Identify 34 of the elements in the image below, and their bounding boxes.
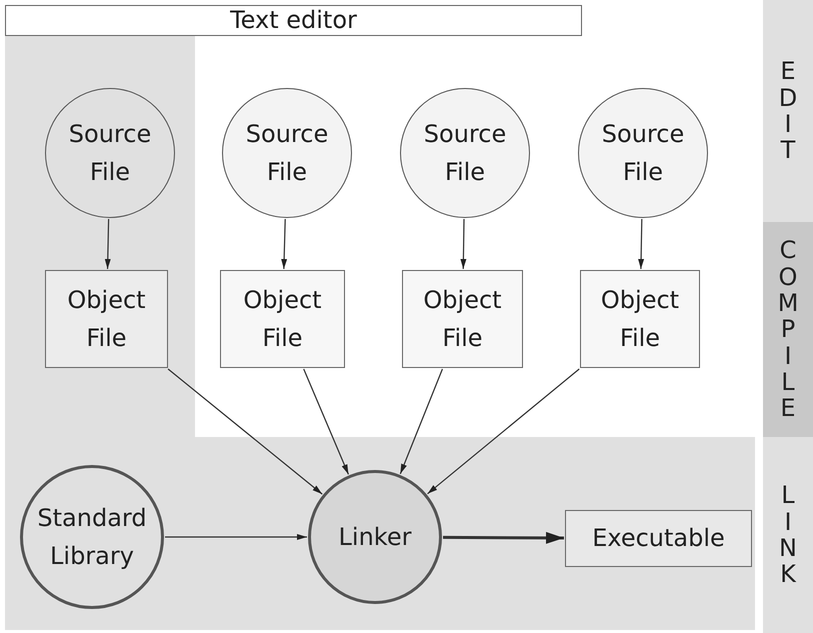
- stage-band: [763, 0, 813, 222]
- stage-band: [763, 437, 813, 633]
- stage-label: EDIT: [778, 58, 798, 164]
- arrow: [442, 532, 564, 544]
- executable-box: [565, 510, 752, 567]
- arrow: [281, 218, 288, 270]
- arrow: [460, 218, 466, 269]
- arrow: [168, 368, 323, 495]
- arrow: [427, 368, 580, 494]
- node-label: Source File: [68, 118, 152, 188]
- object-file-box: [580, 270, 700, 368]
- arrow: [165, 534, 307, 540]
- arrow: [638, 218, 644, 270]
- node-label: Object File: [422, 284, 503, 354]
- node-label: Object File: [242, 284, 323, 354]
- node-label: Executable: [592, 523, 725, 554]
- node-label: Object File: [600, 284, 680, 354]
- node-label: Text editor: [230, 5, 357, 36]
- arrow: [303, 368, 349, 475]
- node-label: Source File: [600, 118, 686, 188]
- node-label: Source File: [244, 118, 330, 188]
- node-label: Object File: [66, 284, 147, 354]
- object-file-box: [45, 270, 168, 368]
- node-label: Standard Library: [36, 502, 148, 572]
- node-label: Linker: [338, 522, 412, 553]
- object-file-box: [402, 270, 523, 368]
- arrow: [400, 368, 443, 474]
- title-bar: [5, 5, 582, 36]
- stage-band: [763, 222, 813, 437]
- stage-label: LINK: [778, 482, 798, 588]
- object-file-box: [220, 270, 345, 368]
- arrow: [104, 218, 111, 270]
- stage-label: COMPILE: [778, 237, 798, 422]
- node-label: Source File: [422, 118, 508, 188]
